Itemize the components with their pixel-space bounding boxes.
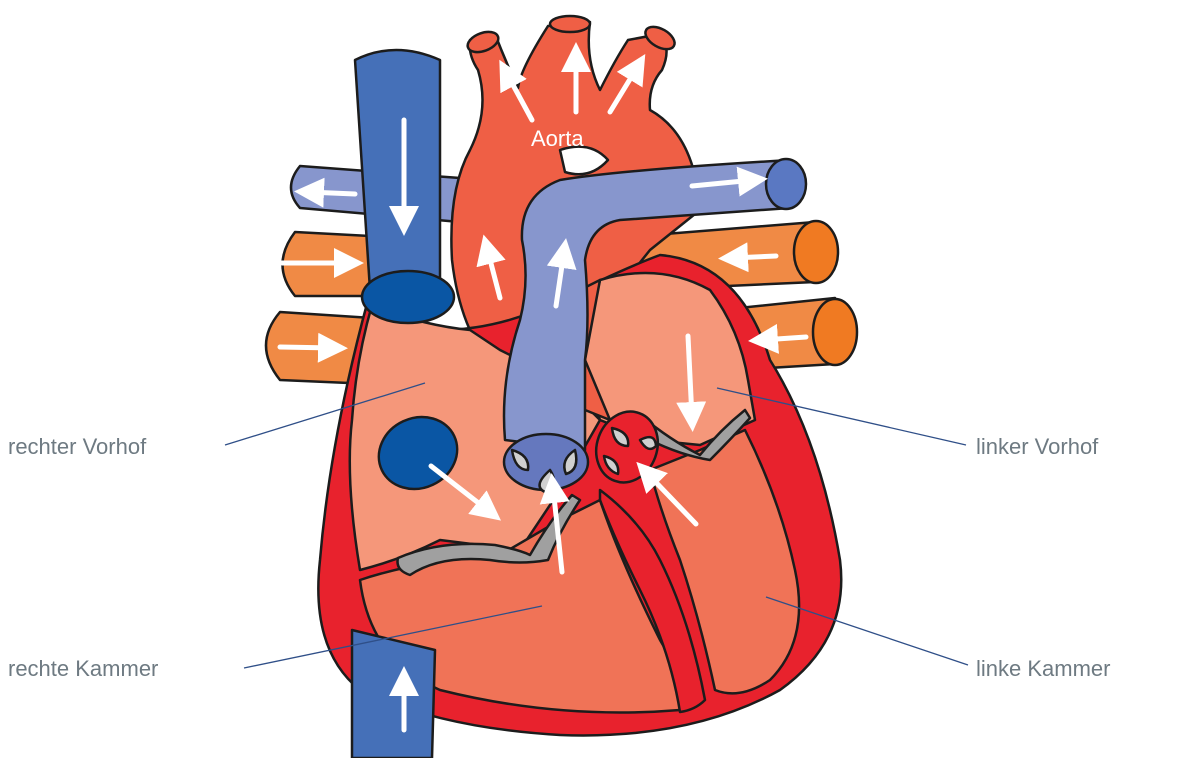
inferior-vena-cava	[352, 630, 435, 758]
label-right-atrium: rechter Vorhof	[8, 434, 147, 459]
label-left-ventricle: linke Kammer	[976, 656, 1110, 681]
superior-vena-cava-opening	[362, 271, 454, 323]
pulmonary-vein-right-lower-end	[813, 299, 857, 365]
superior-vena-cava	[355, 50, 440, 290]
label-left-atrium: linker Vorhof	[976, 434, 1099, 459]
pulmonary-vein-right-upper-end	[794, 221, 838, 283]
pulmonary-artery-right-end	[766, 159, 806, 209]
aorta-label: Aorta	[531, 126, 584, 151]
label-right-ventricle: rechte Kammer	[8, 656, 158, 681]
